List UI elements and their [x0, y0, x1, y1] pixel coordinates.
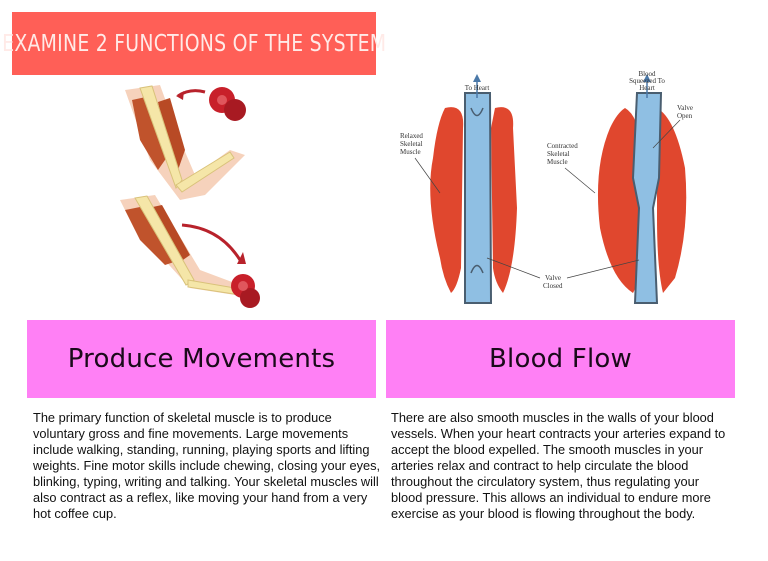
label-blood-3: Heart: [639, 84, 655, 92]
section-heading: Produce Movements: [67, 344, 336, 374]
label-to-heart: To Heart: [465, 84, 490, 92]
label-blood-1: Blood: [638, 70, 656, 78]
section-heading: Blood Flow: [489, 344, 632, 374]
muscle-pump-diagram: To Heart Blood Squeezed To Heart Valve O…: [400, 70, 693, 304]
label-relaxed-3: Muscle: [400, 148, 421, 156]
extended-arm: [120, 195, 260, 308]
section-body-produce-movements: The primary function of skeletal muscle …: [33, 410, 381, 521]
section-card-blood-flow: Blood Flow: [386, 320, 735, 398]
leader-lines: [414, 119, 681, 279]
title-banner: Examine 2 Functions of the System: [2, 12, 386, 75]
label-valve-closed-2: Closed: [543, 282, 563, 290]
flexed-arm: [125, 85, 246, 200]
label-valve-closed-1: Valve: [545, 274, 561, 282]
relaxed-muscle-diagram: [430, 74, 517, 304]
page-title: Examine 2 Functions of the System: [1, 30, 387, 57]
section-body-blood-flow: There are also smooth muscles in the wal…: [391, 410, 726, 521]
label-relaxed-1: Relaxed: [400, 132, 423, 140]
label-contracted-3: Muscle: [547, 158, 568, 166]
label-blood-2: Squeezed To: [629, 77, 665, 85]
section-card-produce-movements: Produce Movements: [27, 320, 376, 398]
contracted-muscle-diagram: [597, 74, 687, 304]
label-relaxed-2: Skeletal: [400, 140, 423, 148]
label-contracted-2: Skeletal: [547, 150, 570, 158]
label-contracted-1: Contracted: [547, 142, 578, 150]
label-valve-open-1: Valve: [677, 104, 693, 112]
label-valve-open-2: Open: [677, 112, 693, 120]
arm-curl-illustration: [120, 85, 260, 308]
